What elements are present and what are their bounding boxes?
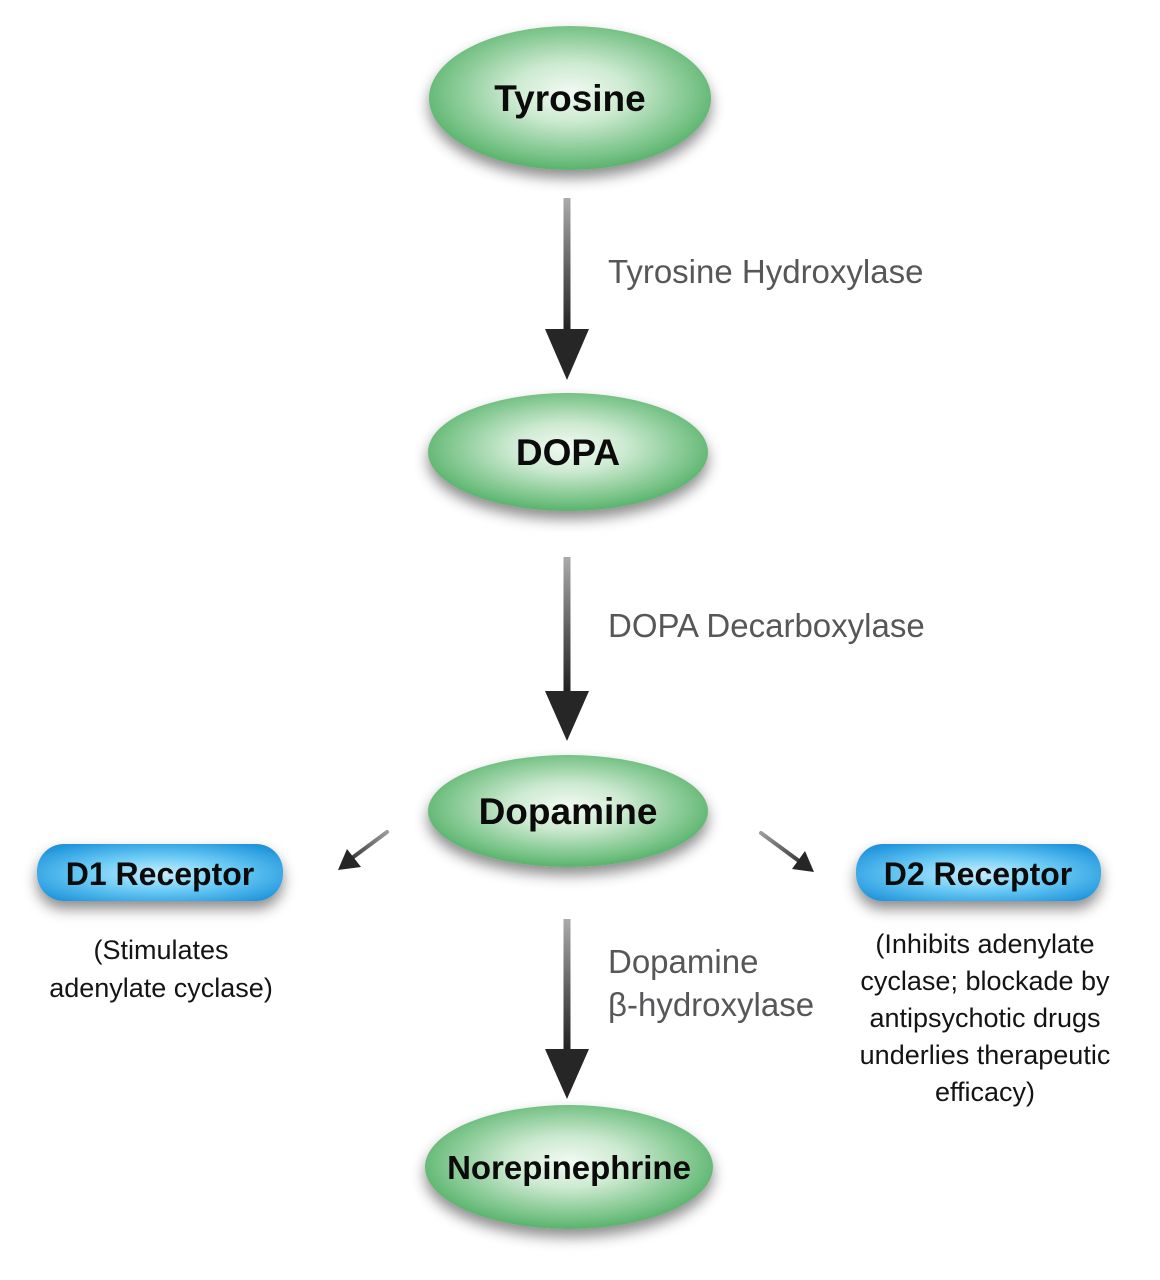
arrowhead-down-icon [545,329,589,380]
arrowhead-downleft-icon [338,849,361,870]
node-dopa-label: DOPA [516,432,620,473]
arrow-shaft [350,830,389,860]
receptor-d2-note-line: cyclase; blockade by [860,966,1110,996]
receptor-d1-note-line: (Stimulates [93,935,228,965]
arrow-dopa-to-dopamine [545,557,589,741]
arrow-dopamine-to-d1 [338,830,389,870]
receptor-d2-note: (Inhibits adenylate cyclase; blockade by… [860,929,1111,1107]
arrowhead-down-icon [545,1049,589,1099]
node-tyrosine-shape [429,26,711,170]
arrow-shaft [563,557,571,693]
enzyme-label-line2: β-hydroxylase [608,986,814,1023]
arrow-tyrosine-to-dopa [545,198,589,380]
node-tyrosine-label: Tyrosine [494,78,645,119]
receptor-d2-note-line: (Inhibits adenylate [875,929,1094,959]
arrow-shaft [563,198,571,332]
node-tyrosine: Tyrosine [429,26,711,170]
arrow-dopamine-to-d2 [759,831,814,872]
node-dopamine-shape [428,755,708,867]
enzyme-label-dopa-decarboxylase: DOPA Decarboxylase [608,607,925,644]
receptor-d1-note: (Stimulates adenylate cyclase) [49,935,273,1003]
node-dopa-shape [428,393,708,511]
receptor-d2: D2 Receptor (Inhibits adenylate cyclase;… [856,844,1110,1107]
receptor-d2-shape [856,844,1101,901]
node-norepinephrine: Norepinephrine [425,1105,713,1229]
node-norepinephrine-shape [425,1105,713,1229]
node-norepinephrine-label: Norepinephrine [447,1149,691,1186]
node-dopamine-label: Dopamine [479,791,658,832]
enzyme-label-tyrosine-hydroxylase: Tyrosine Hydroxylase [608,253,923,290]
receptor-d1: D1 Receptor (Stimulates adenylate cyclas… [37,844,283,1003]
enzyme-label-dopamine-beta-hydroxylase: Dopamine β-hydroxylase [608,943,814,1023]
arrowhead-down-icon [545,691,589,741]
receptor-d2-note-line: underlies therapeutic [860,1040,1111,1070]
enzyme-label-line1: Dopamine [608,943,758,980]
receptor-d2-note-line: efficacy) [935,1077,1035,1107]
node-dopa: DOPA [428,393,708,511]
arrow-shaft [563,919,571,1051]
receptor-d1-label: D1 Receptor [66,856,255,892]
receptor-d1-note-line: adenylate cyclase) [49,973,273,1003]
arrow-dopamine-to-norepinephrine [545,919,589,1099]
receptor-d2-label: D2 Receptor [884,856,1073,892]
node-dopamine: Dopamine [428,755,708,867]
receptor-d1-shape [37,844,283,901]
arrow-shaft [759,831,801,863]
receptor-d2-note-line: antipsychotic drugs [869,1003,1100,1033]
arrowhead-downright-icon [792,851,814,872]
